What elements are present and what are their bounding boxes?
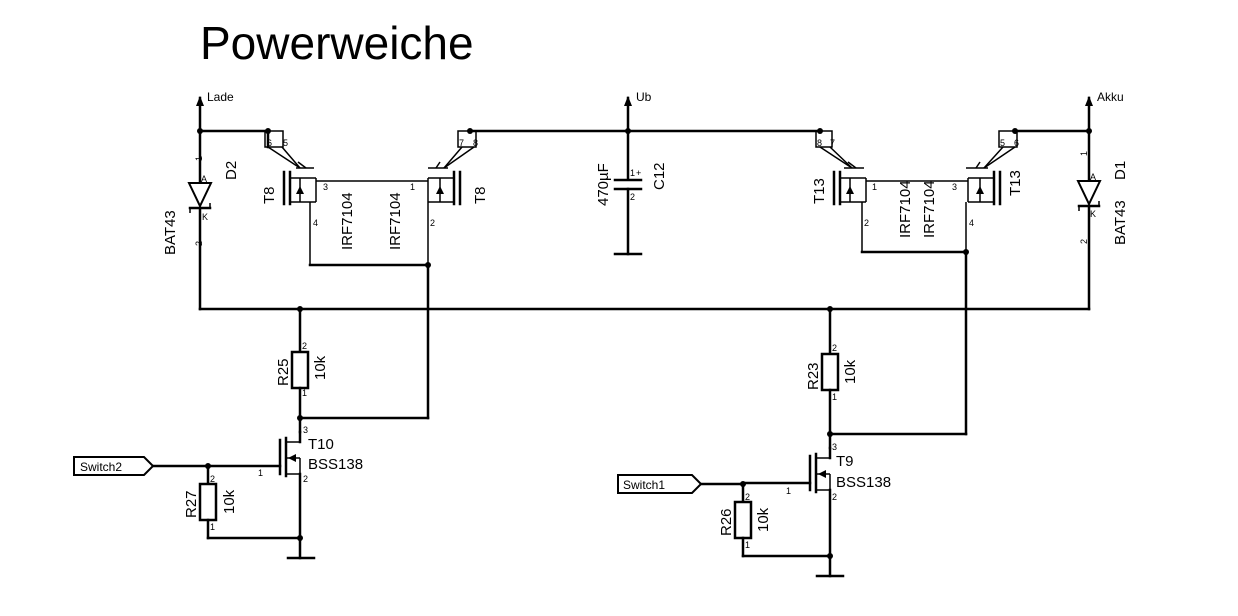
d1-name: D1 bbox=[1112, 161, 1129, 180]
svg-text:7: 7 bbox=[459, 138, 464, 148]
svg-text:2: 2 bbox=[210, 474, 215, 484]
t8-left-name: T8 bbox=[261, 186, 278, 204]
svg-text:1: 1 bbox=[745, 540, 750, 550]
svg-text:1: 1 bbox=[872, 182, 877, 192]
svg-text:+: + bbox=[636, 168, 641, 178]
svg-text:3: 3 bbox=[832, 442, 837, 452]
t13-left-name: T13 bbox=[811, 178, 828, 204]
svg-text:2: 2 bbox=[302, 341, 307, 351]
t13-right-value: IRF7104 bbox=[921, 180, 938, 238]
t8-right-name: T8 bbox=[472, 186, 489, 204]
svg-text:1: 1 bbox=[410, 182, 415, 192]
diode-d1: 1 A K 2 D1 BAT43 bbox=[1076, 129, 1129, 311]
input-switch1: Switch1 bbox=[617, 474, 746, 494]
mosfet-t8-right: 7 8 1 2 T8 IRF7104 bbox=[355, 130, 489, 265]
c12-name: C12 bbox=[651, 162, 668, 190]
svg-text:2: 2 bbox=[832, 343, 837, 353]
net-ub: Ub bbox=[624, 90, 652, 134]
capacitor-c12: 1 + 2 470µF C12 bbox=[595, 129, 668, 256]
r25-value: 10k bbox=[312, 355, 329, 380]
net-akku: Akku bbox=[1085, 90, 1124, 134]
resistor-r25: 2 1 R25 10k bbox=[275, 307, 329, 434]
r26-name: R26 bbox=[718, 508, 735, 536]
resistor-r26: 2 1 R26 10k bbox=[718, 482, 833, 559]
svg-text:2: 2 bbox=[194, 241, 204, 246]
d2-name: D2 bbox=[223, 161, 240, 180]
d1-value: BAT43 bbox=[1112, 200, 1129, 245]
svg-text:1: 1 bbox=[258, 468, 263, 478]
resistor-r23: 2 1 R23 10k bbox=[805, 307, 859, 450]
schematic-title: Powerweiche bbox=[200, 17, 474, 69]
mosfet-t9: 1 3 2 T9 BSS138 bbox=[741, 442, 891, 578]
svg-text:1: 1 bbox=[194, 156, 204, 161]
svg-text:2: 2 bbox=[832, 492, 837, 502]
r26-value: 10k bbox=[755, 507, 772, 532]
svg-text:K: K bbox=[1090, 209, 1096, 219]
mosfet-t13-left: 8 7 1 2 T13 IRF7104 bbox=[811, 130, 930, 252]
net-label-ub: Ub bbox=[636, 90, 652, 104]
svg-text:2: 2 bbox=[303, 474, 308, 484]
net-label-akku: Akku bbox=[1097, 90, 1124, 104]
resistor-r27: 2 1 R27 10k bbox=[183, 464, 303, 541]
t10-value: BSS138 bbox=[308, 456, 363, 473]
svg-text:1: 1 bbox=[832, 392, 837, 402]
svg-text:2: 2 bbox=[745, 492, 750, 502]
svg-text:5: 5 bbox=[1000, 138, 1005, 148]
svg-text:8: 8 bbox=[817, 138, 822, 148]
r23-value: 10k bbox=[842, 359, 859, 384]
r27-name: R27 bbox=[183, 490, 200, 518]
t13-source-wires bbox=[827, 249, 969, 437]
common-rail bbox=[198, 306, 1091, 312]
svg-text:8: 8 bbox=[473, 138, 478, 148]
svg-text:1: 1 bbox=[630, 168, 635, 178]
svg-text:3: 3 bbox=[952, 182, 957, 192]
t8-left-value: IRF7104 bbox=[339, 192, 356, 250]
svg-text:1: 1 bbox=[210, 522, 215, 532]
svg-text:2: 2 bbox=[630, 192, 635, 202]
svg-text:4: 4 bbox=[969, 218, 974, 228]
r23-name: R23 bbox=[805, 362, 822, 390]
mosfet-t8-left: 6 5 3 4 T8 IRF7104 bbox=[261, 129, 356, 265]
r25-name: R25 bbox=[275, 358, 292, 386]
d2-value: BAT43 bbox=[162, 210, 179, 255]
svg-text:1: 1 bbox=[786, 486, 791, 496]
net-lade: Lade bbox=[196, 90, 234, 134]
t9-value: BSS138 bbox=[836, 474, 891, 491]
t8-source-wires bbox=[298, 262, 431, 420]
t13-right-name: T13 bbox=[1007, 170, 1024, 196]
switch2-label: Switch2 bbox=[80, 460, 122, 474]
svg-text:1: 1 bbox=[302, 388, 307, 398]
svg-text:3: 3 bbox=[323, 182, 328, 192]
mosfet-t13-right: 5 6 3 4 T13 IRF7104 bbox=[921, 130, 1024, 252]
c12-value: 470µF bbox=[595, 163, 612, 206]
t10-name: T10 bbox=[308, 436, 334, 453]
svg-text:5: 5 bbox=[283, 138, 288, 148]
r27-value: 10k bbox=[221, 489, 238, 514]
t13-left-value: IRF7104 bbox=[897, 180, 914, 238]
svg-text:2: 2 bbox=[430, 218, 435, 228]
svg-text:2: 2 bbox=[864, 218, 869, 228]
svg-text:A: A bbox=[201, 174, 207, 184]
mosfet-t10: 1 3 2 T10 BSS138 bbox=[206, 425, 363, 560]
switch1-label: Switch1 bbox=[623, 478, 665, 492]
svg-text:3: 3 bbox=[303, 425, 308, 435]
svg-text:6: 6 bbox=[1014, 138, 1019, 148]
net-label-lade: Lade bbox=[207, 90, 234, 104]
svg-text:1: 1 bbox=[1079, 151, 1089, 156]
svg-text:K: K bbox=[202, 212, 208, 222]
input-switch2: Switch2 bbox=[73, 456, 211, 476]
t9-name: T9 bbox=[836, 453, 854, 470]
svg-text:4: 4 bbox=[313, 218, 318, 228]
diode-d2: 1 A K 2 D2 BAT43 bbox=[162, 129, 240, 311]
svg-text:A: A bbox=[1090, 172, 1096, 182]
svg-text:6: 6 bbox=[267, 138, 272, 148]
svg-text:7: 7 bbox=[830, 138, 835, 148]
top-wires bbox=[198, 128, 1091, 134]
svg-text:2: 2 bbox=[1079, 239, 1089, 244]
t8-right-value: IRF7104 bbox=[387, 192, 404, 250]
